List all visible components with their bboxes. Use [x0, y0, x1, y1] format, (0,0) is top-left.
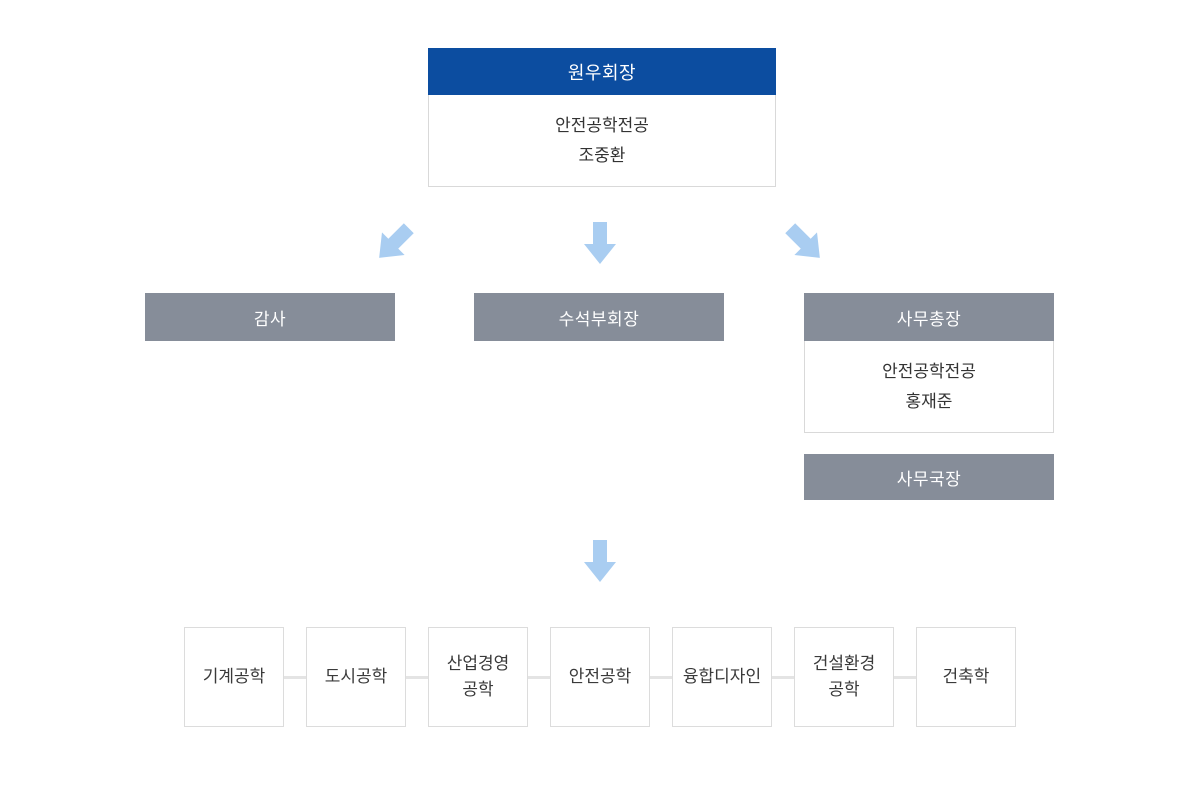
secretary-general-node: 사무총장 안전공학전공 홍재준	[804, 293, 1054, 433]
dept-connector	[772, 676, 794, 679]
dept-connector	[284, 676, 306, 679]
dept-node-convergence-design: 융합디자인	[672, 627, 772, 727]
dept-node-safety: 안전공학	[550, 627, 650, 727]
root-node-major: 안전공학전공	[555, 115, 649, 135]
root-node-title: 원우회장	[428, 48, 776, 95]
dept-connector	[406, 676, 428, 679]
secretary-office-node: 사무국장	[804, 454, 1054, 500]
down-arrow-icon	[584, 222, 616, 264]
dept-node-urban: 도시공학	[306, 627, 406, 727]
audit-node: 감사	[145, 293, 395, 341]
root-node-detail: 안전공학전공 조중환	[428, 95, 776, 187]
secretary-general-person: 홍재준	[905, 391, 953, 411]
vice-president-node: 수석부회장	[474, 293, 724, 341]
dept-node-construction-environment: 건설환경 공학	[794, 627, 894, 727]
down-arrow-icon	[584, 540, 616, 582]
down-right-arrow-icon	[779, 217, 831, 269]
secretary-general-major: 안전공학전공	[882, 361, 976, 381]
secretary-general-detail: 안전공학전공 홍재준	[804, 341, 1054, 433]
root-node-person: 조중환	[578, 145, 626, 165]
dept-connector	[894, 676, 916, 679]
dept-connector	[528, 676, 550, 679]
dept-node-architecture: 건축학	[916, 627, 1016, 727]
dept-connector	[650, 676, 672, 679]
dept-node-mechanical: 기계공학	[184, 627, 284, 727]
secretary-general-title: 사무총장	[804, 293, 1054, 341]
root-node: 원우회장 안전공학전공 조중환	[428, 48, 776, 187]
down-left-arrow-icon	[368, 217, 420, 269]
dept-node-industrial-management: 산업경영 공학	[428, 627, 528, 727]
